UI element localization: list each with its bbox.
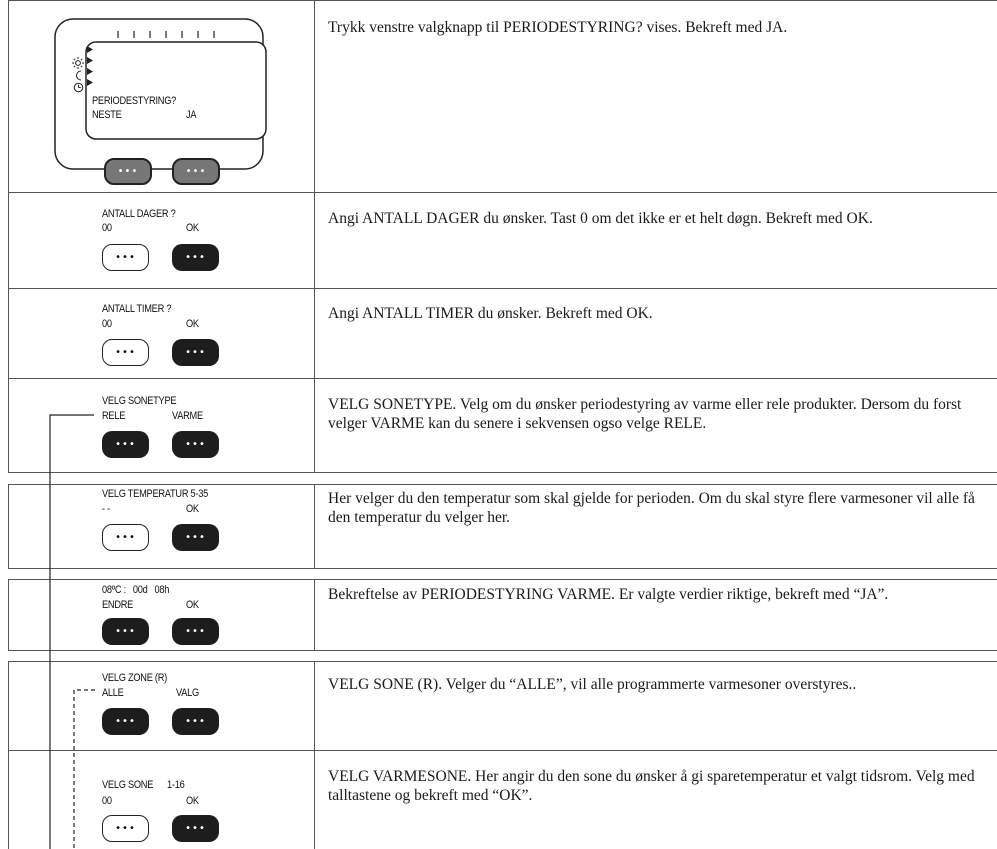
left-softkey-label: 00 (102, 318, 112, 330)
left-softkey-button[interactable]: ••• (102, 244, 149, 271)
table-left-border (8, 661, 9, 849)
right-softkey-label: JA (186, 109, 197, 121)
step-instruction: Bekreftelse av PERIODESTYRING VARME. Er … (328, 586, 889, 603)
column-divider (314, 661, 315, 849)
left-softkey-label: NESTE (92, 109, 122, 121)
right-softkey-label: OK (186, 318, 199, 330)
row-divider (8, 0, 997, 1)
left-softkey-label: ENDRE (102, 599, 134, 611)
left-softkey-button[interactable]: ••• (102, 815, 149, 842)
right-softkey-button[interactable]: ••• (172, 708, 219, 735)
table-left-border (8, 579, 9, 650)
step-instruction: Trykk venstre valgknapp til PERIODESTYRI… (328, 19, 788, 36)
right-softkey-button[interactable]: ••• (172, 815, 219, 842)
thermostat-device (54, 18, 267, 170)
right-softkey-label: OK (186, 599, 199, 611)
right-softkey-label: OK (186, 503, 199, 515)
left-softkey-label: - - (102, 503, 110, 515)
left-softkey-button[interactable]: ••• (102, 524, 149, 551)
display-title: VELG TEMPERATUR 5-35 (102, 488, 209, 500)
row-divider (8, 579, 997, 580)
row-divider (8, 568, 997, 569)
table-left-border (8, 484, 9, 568)
arrow-marker-icon (87, 46, 93, 86)
column-divider (314, 484, 315, 568)
right-softkey-label: OK (186, 795, 199, 807)
right-softkey-button[interactable]: ••• (172, 618, 219, 645)
right-softkey-label: VARME (172, 410, 203, 422)
right-softkey-button[interactable]: ••• (172, 158, 220, 185)
right-softkey-button[interactable]: ••• (172, 244, 219, 271)
right-softkey-button[interactable]: ••• (172, 431, 219, 458)
right-softkey-button[interactable]: ••• (172, 524, 219, 551)
row-divider (8, 192, 997, 193)
row-divider (8, 288, 997, 289)
right-softkey-button[interactable]: ••• (172, 339, 219, 366)
clock-icon (73, 82, 84, 93)
left-softkey-label: 00 (102, 795, 112, 807)
left-softkey-button[interactable]: ••• (102, 431, 149, 458)
left-softkey-label: ALLE (102, 687, 124, 699)
display-title: ANTALL DAGER ? (102, 208, 176, 220)
step-instruction: Her velger du den temperatur som skal gj… (328, 490, 975, 526)
display-title: VELG SONE 1-16 (102, 779, 185, 791)
left-softkey-label: 00 (102, 222, 112, 234)
column-divider (314, 579, 315, 650)
row-divider (8, 378, 997, 379)
left-softkey-button[interactable]: ••• (102, 618, 149, 645)
display-text: PERIODESTYRING? (92, 95, 177, 107)
row-divider (8, 661, 997, 662)
row-divider (8, 750, 997, 751)
step-instruction: VELG VARMESONE. Her angir du den sone du… (328, 768, 975, 804)
right-softkey-label: VALG (176, 687, 199, 699)
step-instruction: Angi ANTALL TIMER du ønsker. Bekreft med… (328, 305, 653, 322)
left-softkey-button[interactable]: ••• (102, 708, 149, 735)
row-divider (8, 472, 997, 473)
column-divider (314, 0, 315, 472)
step-instruction: VELG SONETYPE. Velg om du ønsker periode… (328, 396, 962, 432)
display-title: VELG ZONE (R) (102, 672, 168, 684)
moon-icon (76, 70, 82, 81)
left-softkey-button[interactable]: ••• (104, 158, 152, 185)
right-softkey-label: OK (186, 222, 199, 234)
step-instruction: Angi ANTALL DAGER du ønsker. Tast 0 om d… (328, 210, 873, 227)
display-title: VELG SONETYPE (102, 395, 177, 407)
display-title: 08ºC : 00d 08h (102, 584, 170, 596)
row-divider (8, 650, 997, 651)
table-left-border (8, 0, 9, 472)
left-softkey-button[interactable]: ••• (102, 339, 149, 366)
sun-icon (72, 57, 84, 69)
row-divider (8, 484, 997, 485)
left-softkey-label: RELE (102, 410, 126, 422)
display-title: ANTALL TIMER ? (102, 303, 172, 315)
step-instruction: VELG SONE (R). Velger du “ALLE”, vil all… (328, 676, 857, 693)
